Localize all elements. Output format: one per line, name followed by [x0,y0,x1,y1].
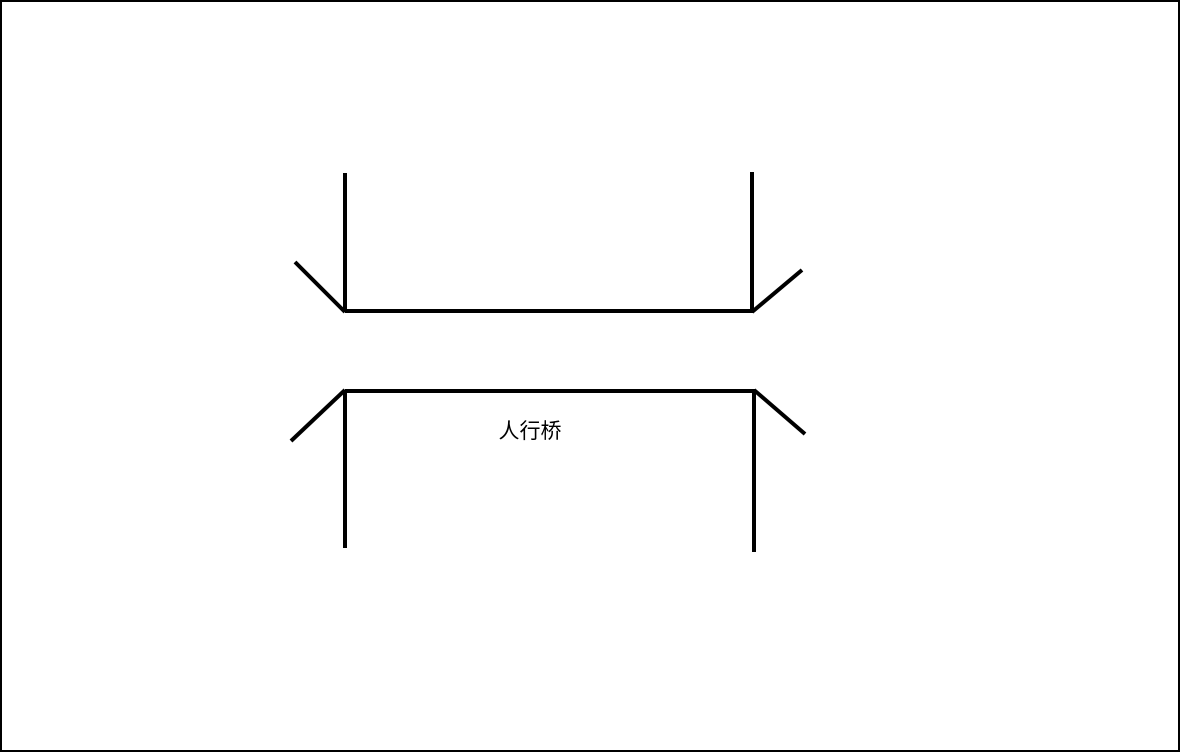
lower-right-wing [752,388,807,436]
upper-left-wing [293,260,347,314]
lower-left-wing [289,388,347,443]
bridge-label: 人行桥 [498,419,562,443]
upper-right-wing [750,268,804,314]
